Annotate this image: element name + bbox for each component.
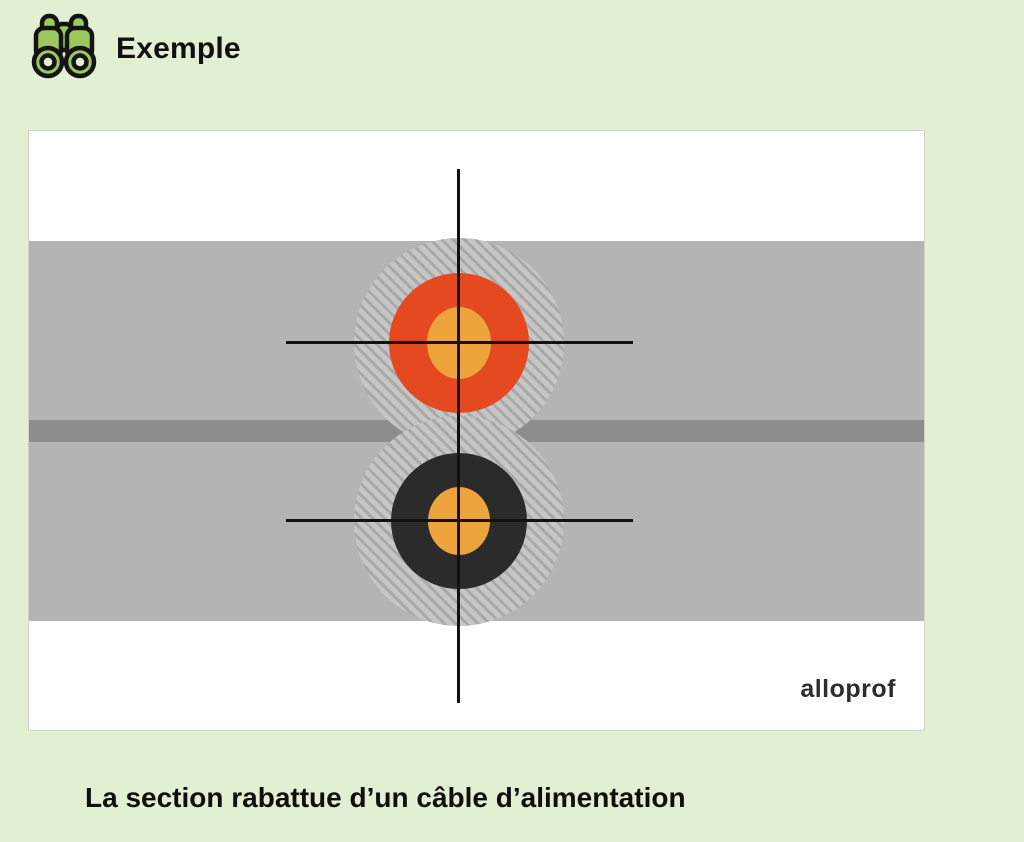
bottom-horizontal-axis-line (286, 519, 633, 522)
binoculars-icon (26, 10, 102, 88)
alloprof-logo: alloprof (800, 675, 896, 703)
vertical-axis-line (457, 169, 460, 703)
figure-panel: alloprof (28, 130, 925, 731)
cable-cross-section-diagram: alloprof (29, 131, 924, 730)
example-title: Exemple (116, 32, 241, 65)
top-horizontal-axis-line (286, 341, 633, 344)
figure-caption: La section rabattue d’un câble d’aliment… (85, 782, 686, 813)
example-header: Exemple (26, 10, 241, 88)
